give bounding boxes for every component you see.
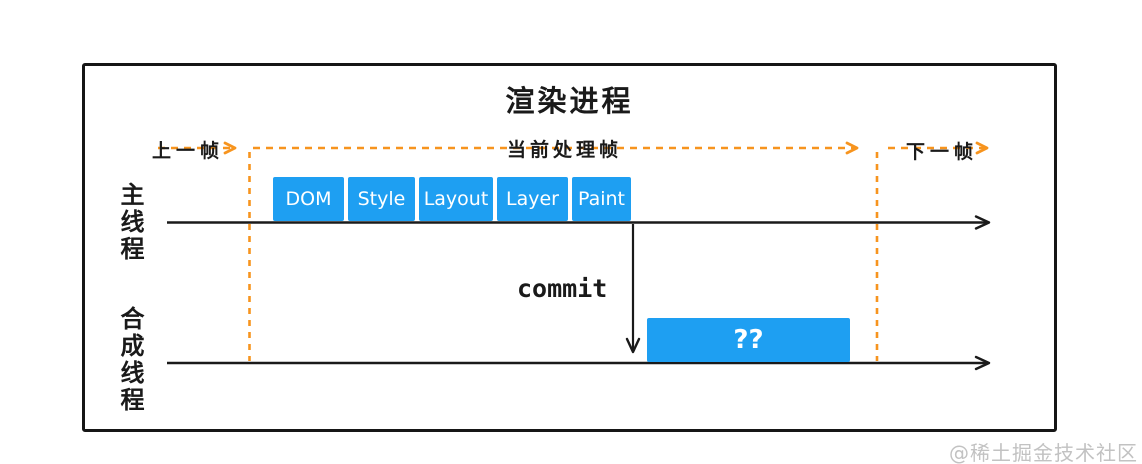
compositor-thread-label: 合成线程 xyxy=(116,306,144,414)
previous-frame-label: 上一帧 xyxy=(152,140,225,162)
stage-box-layout: Layout xyxy=(419,177,493,221)
diagram-title: 渲染进程 xyxy=(505,84,634,118)
watermark-text: @稀土掘金技术社区 xyxy=(949,441,1138,464)
stage-box-layer: Layer xyxy=(497,177,568,221)
stage-box-dom: DOM xyxy=(273,177,344,221)
commit-label: commit xyxy=(517,274,608,303)
diagram-border xyxy=(82,63,1057,432)
current-frame-label: 当前处理帧 xyxy=(507,139,623,161)
next-frame-label: 下一帧 xyxy=(906,141,979,163)
stage-box-paint: Paint xyxy=(572,177,631,221)
stage-box-style: Style xyxy=(348,177,415,221)
main-thread-label: 主线程 xyxy=(116,182,144,263)
compositor-task-box: ?? xyxy=(647,318,850,362)
